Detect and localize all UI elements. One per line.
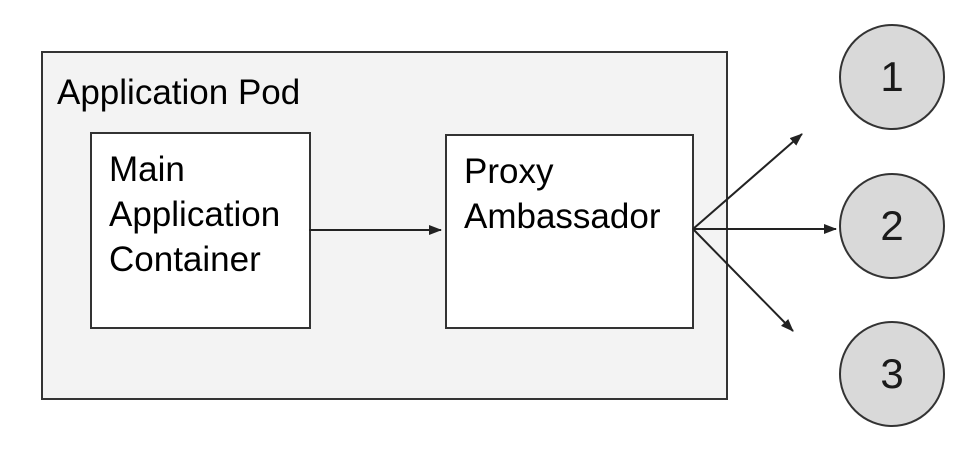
- endpoint-circle-3: 3: [839, 321, 945, 427]
- endpoint-circle-1: 1: [839, 24, 945, 130]
- proxy-ambassador-label: Proxy Ambassador: [464, 149, 660, 239]
- label-line: Application: [109, 195, 281, 234]
- label-line: Ambassador: [464, 197, 661, 236]
- endpoint-label: 1: [880, 53, 904, 100]
- proxy-ambassador-box: Proxy Ambassador: [445, 134, 694, 329]
- endpoint-label: 2: [880, 202, 904, 249]
- application-pod-box: Application Pod Main Application Contain…: [41, 51, 728, 400]
- label-line: Container: [109, 240, 261, 279]
- label-line: Main: [109, 150, 185, 189]
- label-line: Proxy: [464, 152, 554, 191]
- main-application-container-box: Main Application Container: [90, 132, 311, 329]
- endpoint-circle-2: 2: [839, 173, 945, 279]
- endpoint-label: 3: [880, 350, 904, 397]
- main-application-container-label: Main Application Container: [109, 147, 280, 282]
- application-pod-label: Application Pod: [57, 73, 301, 112]
